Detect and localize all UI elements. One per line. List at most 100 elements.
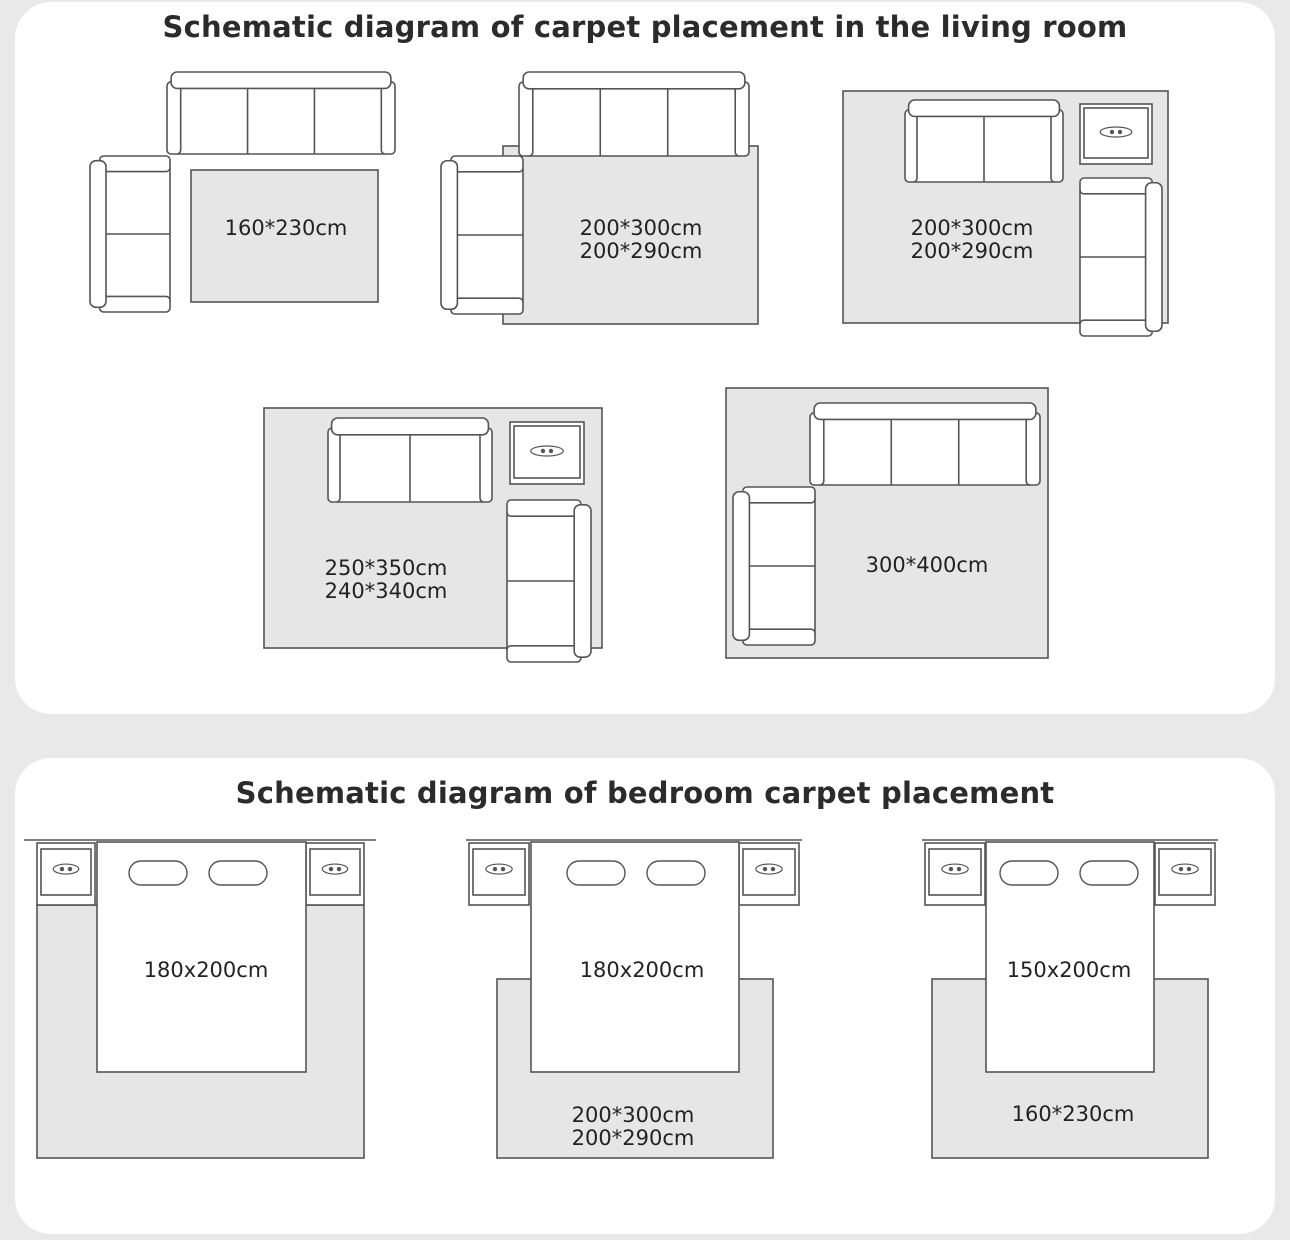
side-table-icon — [1079, 103, 1153, 165]
nightstand-icon — [1154, 842, 1216, 906]
living-room-title: Schematic diagram of carpet placement in… — [162, 10, 1128, 44]
drawer-knob — [956, 866, 962, 872]
drawer-handle-icon — [755, 863, 783, 875]
armchair-back — [89, 159, 107, 309]
nightstand-icon — [36, 842, 96, 906]
drawer-knob — [1186, 866, 1192, 872]
drawer-handle-icon — [941, 863, 969, 875]
sofa-arm — [904, 109, 918, 183]
side-table-icon — [509, 421, 585, 485]
sofa-arm — [1025, 412, 1041, 486]
pillow-icon — [208, 860, 268, 886]
bed-size-label: 150x200cm — [1007, 958, 1132, 982]
table-knob — [548, 448, 554, 454]
sofa-arm — [809, 412, 825, 486]
carpet-size-label: 250*350cm — [325, 556, 448, 580]
living-layout-1: 160*230cm — [89, 71, 396, 313]
carpet-size-label: 200*290cm — [580, 239, 703, 263]
sofa-icon — [809, 402, 1041, 486]
armchair-arm — [506, 644, 582, 663]
drawer-knob — [948, 866, 954, 872]
armchair-back — [440, 159, 459, 311]
pillow-icon — [999, 860, 1059, 886]
nightstand-icon — [924, 842, 986, 906]
table-knob — [540, 448, 546, 454]
sofa-seat — [525, 80, 743, 157]
drawer-handle-icon — [1171, 863, 1199, 875]
sofa-arm — [518, 81, 534, 157]
carpet — [502, 145, 759, 325]
armchair-icon — [89, 155, 171, 313]
bed-size-label: 180x200cm — [580, 958, 705, 982]
drawer-knob — [762, 866, 768, 872]
bedroom-title: Schematic diagram of bedroom carpet plac… — [235, 776, 1055, 810]
sofa-back — [907, 99, 1061, 118]
armchair-arm — [742, 628, 816, 646]
sofa-back — [522, 71, 746, 90]
carpet-size-label: 200*300cm — [572, 1103, 695, 1127]
armchair-arm — [450, 297, 524, 315]
carpet-size-label: 200*290cm — [911, 239, 1034, 263]
pillow-icon — [646, 860, 706, 886]
armchair-arm — [1079, 319, 1153, 337]
bedroom-layout-1: 180x200cm — [24, 839, 376, 1073]
sofa-arm — [166, 81, 182, 155]
sofa-icon — [166, 71, 396, 155]
nightstand-icon — [738, 842, 800, 906]
sofa-arm — [1050, 109, 1064, 183]
living-layout-5: 300*400cm — [725, 387, 1049, 659]
sofa-arm — [734, 81, 750, 157]
armchair-arm — [1079, 177, 1153, 195]
drawer-knob — [67, 866, 73, 872]
carpet-size-label: 160*230cm — [225, 216, 348, 240]
armchair-arm — [506, 499, 582, 518]
sofa-arm — [479, 427, 493, 503]
drawer-knob — [1178, 866, 1184, 872]
carpet-size-label: 200*300cm — [580, 216, 703, 240]
carpet-size-label: 240*340cm — [325, 579, 448, 603]
armchair-arm — [98, 155, 171, 173]
nightstand-icon — [468, 842, 530, 906]
carpet-size-label: 300*400cm — [866, 553, 989, 577]
sofa-seat — [816, 411, 1034, 486]
armchair-icon — [440, 155, 524, 315]
sofa-back — [330, 417, 490, 436]
sofa-seat — [173, 80, 389, 155]
sofa-icon — [327, 417, 493, 503]
armchair-icon — [506, 499, 592, 663]
table-knob — [1109, 129, 1115, 135]
pillow-icon — [1079, 860, 1139, 886]
carpet-size-label: 200*290cm — [572, 1126, 695, 1150]
drawer-knob — [336, 866, 342, 872]
armchair-back — [732, 490, 751, 642]
armchair-back — [1144, 181, 1163, 333]
drawer-handle-icon — [321, 863, 349, 875]
armchair-arm — [98, 295, 171, 313]
armchair-back — [573, 504, 592, 658]
sofa-arm — [327, 427, 341, 503]
pillow-icon — [128, 860, 188, 886]
sofa-back — [813, 402, 1037, 421]
drawer-handle-icon — [485, 863, 513, 875]
drawer-knob — [492, 866, 498, 872]
nightstand-icon — [305, 842, 365, 906]
armchair-icon — [1079, 177, 1163, 337]
drawer-handle-icon — [52, 863, 80, 875]
carpet-size-label: 200*300cm — [911, 216, 1034, 240]
sofa-icon — [518, 71, 750, 157]
bed-size-label: 180x200cm — [144, 958, 269, 982]
drawer-knob — [500, 866, 506, 872]
table-handle-icon — [1099, 126, 1133, 138]
armchair-icon — [732, 486, 816, 646]
sofa-icon — [904, 99, 1064, 183]
carpet — [190, 169, 379, 303]
nightstand-drawer — [472, 848, 526, 896]
